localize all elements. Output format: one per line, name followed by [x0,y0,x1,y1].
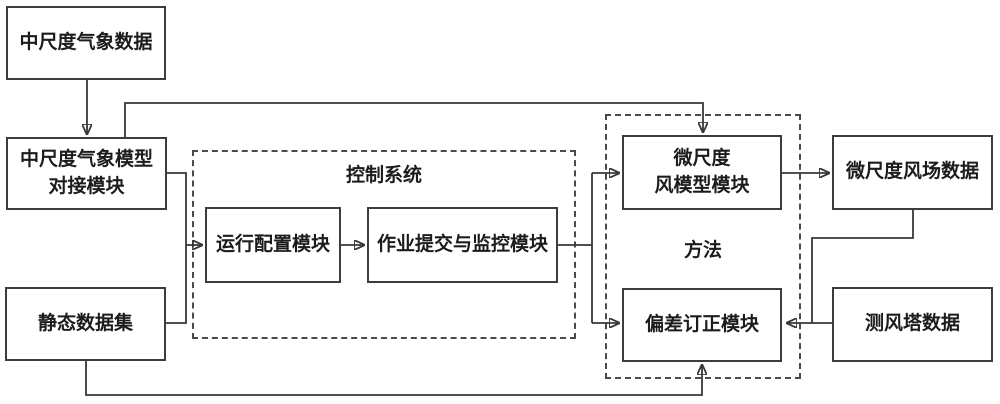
group-control-system-label: 控制系统 [345,165,422,186]
node-static-dataset-label: 静态数据集 [37,312,133,334]
connector-static-to-biascorrection [85,361,702,396]
node-bias-correction-module-label: 偏差订正模块 [644,313,759,335]
node-mesoscale-model-dock-module-label: 中尺度气象模型 对接模块 [19,148,153,197]
node-run-config-module-label: 运行配置模块 [215,233,330,255]
node-wind-tower-data-label: 测风塔数据 [864,313,960,335]
node-mesoscale-weather-data: 中尺度气象数据 [6,6,166,80]
node-mesoscale-model-dock-module: 中尺度气象模型 对接模块 [6,137,167,210]
node-mesoscale-weather-data-label: 中尺度气象数据 [19,31,153,53]
connector-dock-static-merge [166,172,187,324]
node-microscale-wind-model-module-label: 微尺度 风模型模块 [654,147,750,196]
node-microscale-wind-field-data-label: 微尺度风场数据 [845,161,979,183]
node-job-submit-monitor-module: 作业提交与监控模块 [367,207,558,283]
group-method-label: 方法 [683,240,722,261]
node-static-dataset: 静态数据集 [5,287,166,361]
node-wind-tower-data: 测风塔数据 [832,287,993,362]
node-microscale-wind-field-data: 微尺度风场数据 [832,135,993,210]
connector-windfield-feedback [811,210,914,323]
node-microscale-wind-model-module: 微尺度 风模型模块 [622,135,782,210]
node-run-config-module: 运行配置模块 [205,207,341,283]
node-job-submit-monitor-module-label: 作业提交与监控模块 [376,233,548,255]
node-bias-correction-module: 偏差订正模块 [622,288,782,362]
connector-dock-to-microwindmodel [124,102,703,138]
